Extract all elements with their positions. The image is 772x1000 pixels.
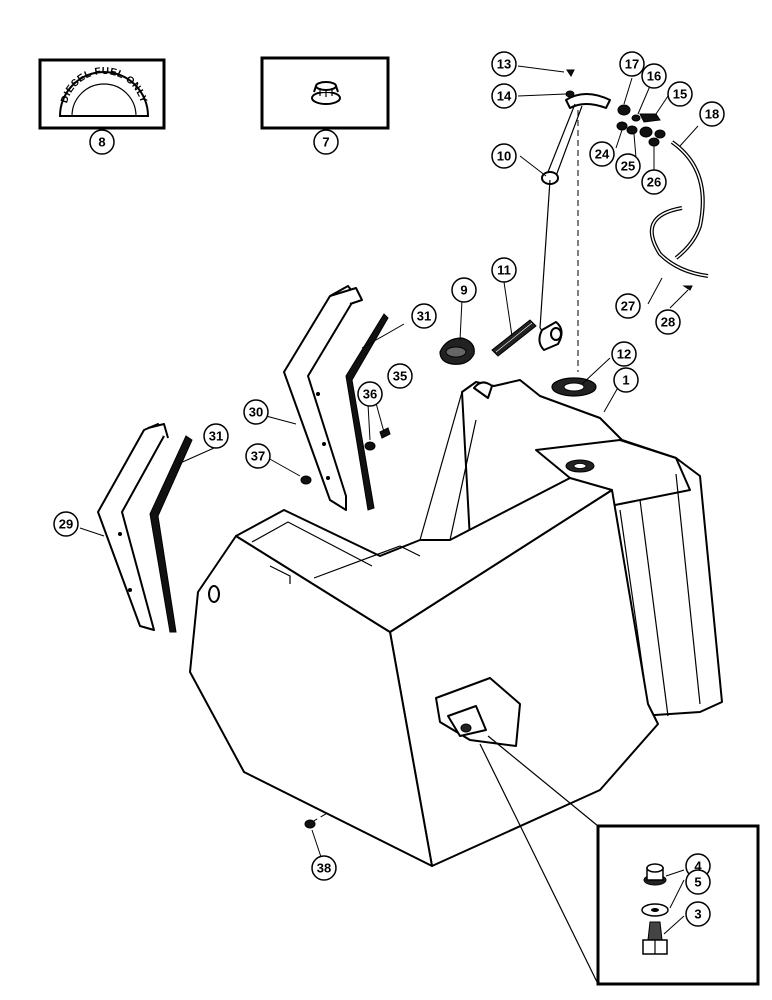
svg-text:1: 1 <box>622 373 629 388</box>
svg-text:14: 14 <box>497 89 512 104</box>
svg-text:5: 5 <box>694 875 701 890</box>
callout-10: 10 <box>491 143 517 169</box>
svg-text:12: 12 <box>617 347 631 362</box>
callout-14: 14 <box>491 83 517 109</box>
fuel-cap-inset <box>260 56 390 130</box>
svg-text:9: 9 <box>460 283 467 298</box>
fittings-group <box>616 104 666 147</box>
svg-text:29: 29 <box>59 517 73 532</box>
callout-8: 8 <box>89 129 115 155</box>
svg-text:7: 7 <box>322 135 329 150</box>
callout-31-lower: 31 <box>203 423 229 449</box>
callout-38: 38 <box>311 855 337 881</box>
callout-29: 29 <box>53 511 79 537</box>
grommet-9 <box>439 337 475 365</box>
svg-text:16: 16 <box>647 69 661 84</box>
callout-25: 25 <box>615 153 641 179</box>
callout-1: 1 <box>613 367 639 393</box>
callout-27: 27 <box>615 293 641 319</box>
callout-13: 13 <box>491 51 517 77</box>
decal-inset: DIESEL FUEL ONLY <box>38 58 166 130</box>
callout-11: 11 <box>491 257 517 283</box>
callout-5: 5 <box>685 869 711 895</box>
bracket-30 <box>283 285 363 511</box>
callout-7: 7 <box>313 129 339 155</box>
callout-12: 12 <box>611 341 637 367</box>
callout-24: 24 <box>589 141 615 167</box>
svg-text:28: 28 <box>661 315 675 330</box>
fuel-hose-18 <box>670 140 705 260</box>
svg-text:27: 27 <box>621 299 635 314</box>
drain-detail-inset <box>479 735 760 986</box>
callout-31-upper: 31 <box>411 303 437 329</box>
strip-31-upper <box>345 313 389 511</box>
svg-text:4: 4 <box>694 859 702 874</box>
gasket-12 <box>551 377 597 397</box>
svg-text:26: 26 <box>647 175 661 190</box>
screw-38 <box>304 819 316 829</box>
svg-text:24: 24 <box>595 147 610 162</box>
svg-text:36: 36 <box>363 387 377 402</box>
svg-text:11: 11 <box>497 263 511 278</box>
callout-15: 15 <box>667 81 693 107</box>
svg-text:8: 8 <box>98 135 105 150</box>
fuel-sending-unit <box>538 93 611 351</box>
screw-13 <box>566 69 575 77</box>
svg-text:18: 18 <box>705 107 719 122</box>
bolt-35 <box>379 427 391 439</box>
callout-16: 16 <box>641 63 667 89</box>
strainer-11 <box>491 319 537 357</box>
callout-30: 30 <box>243 399 269 425</box>
leader-lines <box>79 65 699 935</box>
callout-28: 28 <box>655 309 681 335</box>
fuel-hose-27 <box>649 206 709 278</box>
callout-3: 3 <box>685 901 711 927</box>
callout-9: 9 <box>451 277 477 303</box>
callout-18: 18 <box>699 101 725 127</box>
svg-text:38: 38 <box>317 861 331 876</box>
svg-text:17: 17 <box>625 57 639 72</box>
svg-text:30: 30 <box>249 405 263 420</box>
washer-14 <box>565 90 575 98</box>
drain-plug-4 <box>643 863 667 886</box>
callout-37: 37 <box>245 443 271 469</box>
callout-26: 26 <box>641 169 667 195</box>
svg-text:15: 15 <box>673 87 687 102</box>
svg-text:10: 10 <box>497 149 511 164</box>
callout-35: 35 <box>387 363 413 389</box>
strip-31-lower <box>149 435 193 633</box>
svg-text:31: 31 <box>417 309 431 324</box>
callout-36: 36 <box>357 381 383 407</box>
fitting-3 <box>642 921 668 955</box>
svg-text:37: 37 <box>251 449 265 464</box>
washer-36 <box>364 441 376 451</box>
svg-text:25: 25 <box>621 159 635 174</box>
bracket-29 <box>97 423 169 631</box>
nut-37 <box>300 475 312 485</box>
washer-5 <box>641 903 669 917</box>
fuel-tank <box>189 379 723 867</box>
svg-text:31: 31 <box>209 429 223 444</box>
callout-17: 17 <box>619 51 645 77</box>
svg-text:35: 35 <box>393 369 407 384</box>
svg-text:13: 13 <box>497 57 511 72</box>
clip-28 <box>682 285 693 291</box>
svg-text:3: 3 <box>694 907 701 922</box>
